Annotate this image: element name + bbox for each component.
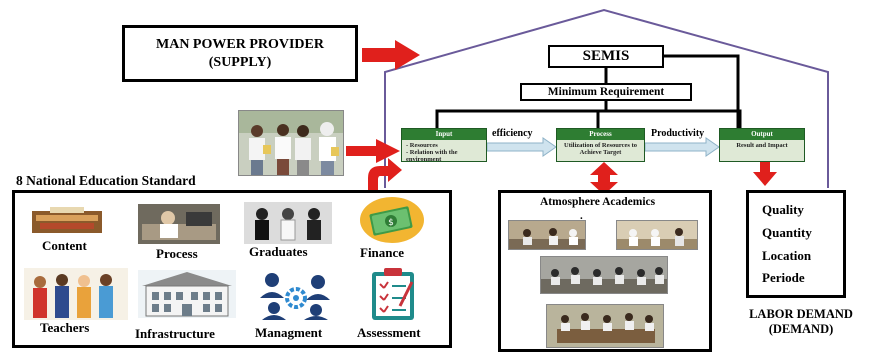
standard-label-teachers: Teachers: [40, 320, 90, 335]
labor-item-quality: Quality: [762, 202, 804, 217]
standard-label-content: Content: [42, 238, 87, 253]
standard-label-assessment: Assessment: [357, 325, 421, 340]
students-arrow: [346, 139, 400, 163]
classroom-photo-1: [508, 220, 586, 250]
output-labor-arrow: [753, 162, 777, 186]
semis-box: SEMIS: [548, 45, 664, 68]
labor-demand-subtitle: (DEMAND): [768, 322, 834, 336]
minimum-requirement-box: Minimum Requirement: [520, 83, 692, 101]
standard-label-finance: Finance: [360, 245, 405, 260]
standard-label-graduates: Graduates: [249, 244, 308, 259]
labor-demand-title: LABOR DEMAND: [749, 307, 853, 321]
efficiency-label: efficiency: [492, 128, 533, 139]
process-photo-icon: [138, 204, 220, 244]
standard-arrow: [368, 158, 402, 192]
svg-text:$: $: [388, 218, 394, 228]
connector-minreq-branch: [435, 109, 742, 128]
efficiency-arrow: [486, 137, 557, 157]
process-header: Process: [557, 129, 644, 140]
money-icon: $: [358, 196, 426, 244]
classroom-photo-4: [546, 304, 664, 348]
connector-semis-output: [664, 54, 740, 128]
process-atmosphere-arrow: [590, 162, 618, 195]
labor-item-quantity: Quantity: [762, 225, 812, 240]
process-body: Utilization of Resources to Achieve Targ…: [564, 142, 637, 156]
standard-label-infrastructure: Infrastructure: [135, 326, 215, 341]
graduates-photo-icon: [244, 202, 332, 244]
productivity-arrow: [644, 137, 720, 157]
supply-arrow: [362, 40, 420, 70]
clipboard-icon: [368, 266, 420, 322]
students-photo: [238, 110, 344, 176]
national-standard-title: 8 National Education Standard: [16, 173, 196, 188]
output-body: Result and Impact: [736, 142, 788, 149]
labor-item-periode: Periode: [762, 270, 805, 285]
labor-box: [746, 190, 846, 298]
supply-box: MAN POWER PROVIDER (SUPPLY): [122, 25, 358, 82]
input-item-relation: - Relation with the environment: [406, 149, 458, 163]
atmosphere-dot: .: [580, 210, 583, 222]
labor-item-location: Location: [762, 248, 812, 263]
standard-label-managment: Managment: [255, 325, 323, 340]
management-icon: [256, 268, 334, 320]
input-box: Input - Resources - Relation with the en…: [401, 128, 487, 163]
house-outline: [384, 8, 829, 188]
classroom-photo-3: [540, 256, 668, 294]
classroom-photo-2: [616, 220, 698, 250]
supply-subtitle: (SUPPLY): [208, 55, 272, 70]
content-icon: [30, 205, 106, 237]
labor-demand-caption: LABOR DEMAND (DEMAND): [728, 307, 874, 337]
output-box: Output Result and Impact: [719, 128, 805, 162]
supply-title: MAN POWER PROVIDER: [156, 37, 324, 52]
building-icon: [138, 270, 236, 318]
output-header: Output: [720, 129, 804, 140]
teachers-icon: [24, 268, 128, 320]
productivity-label: Productivity: [651, 128, 705, 139]
input-item-resources: - Resources: [406, 142, 438, 149]
atmosphere-title: Atmosphere Academics: [540, 196, 656, 208]
input-header: Input: [402, 129, 486, 140]
process-box: Process Utilization of Resources to Achi…: [556, 128, 645, 162]
students-image: [239, 111, 343, 175]
standard-label-process: Process: [156, 246, 198, 261]
